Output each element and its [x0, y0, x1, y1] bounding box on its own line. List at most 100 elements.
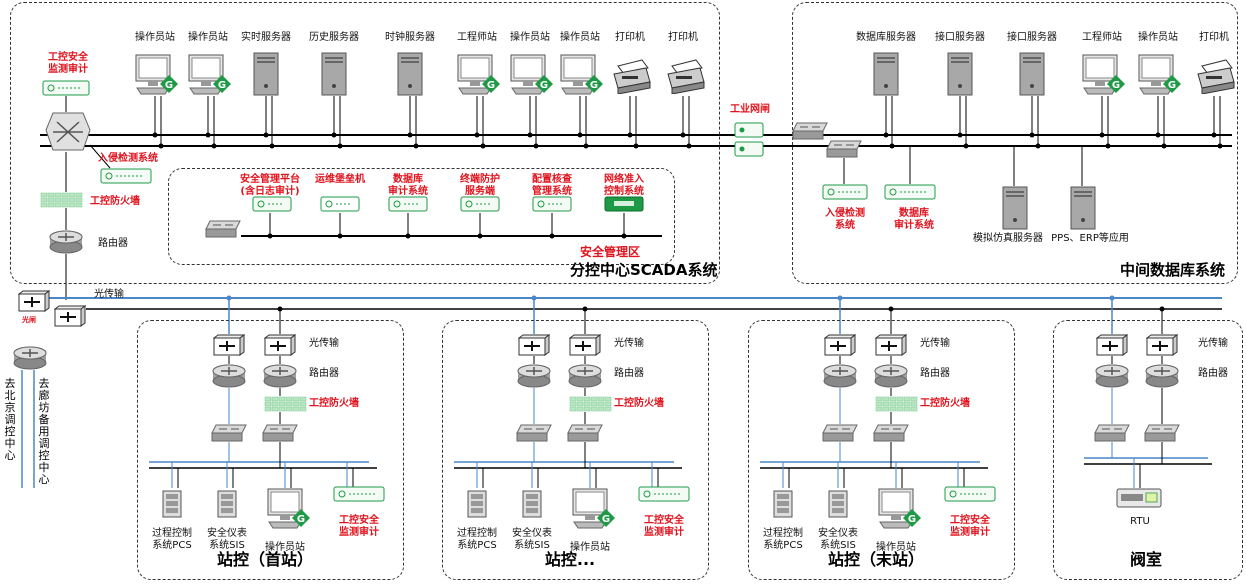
valve-router-icon — [1144, 364, 1180, 388]
station-switch-icon — [873, 424, 909, 442]
valve-router-label: 路由器 — [1198, 368, 1228, 379]
junction-dot — [583, 143, 589, 149]
top-device-label: 工程师站 — [457, 32, 497, 43]
operator-station-icon: G — [188, 54, 234, 98]
junction-dot — [1155, 132, 1161, 138]
station-op-label: 操作员站 — [876, 542, 916, 553]
station-optical-label: 光传输 — [920, 338, 950, 349]
junction-dot — [686, 143, 692, 149]
pcs-label: 过程控制系统PCS — [457, 528, 497, 551]
station-switch-icon — [567, 424, 603, 442]
station-router-label: 路由器 — [614, 368, 644, 379]
database-zone — [792, 2, 1238, 284]
security-item-label: 网络准入控制系统 — [604, 174, 644, 197]
interface-server-icon — [947, 52, 973, 96]
security-item-label: 数据库审计系统 — [388, 174, 428, 197]
top-device-label: 操作员站 — [510, 32, 550, 43]
junction-dot — [1211, 132, 1217, 138]
station-firewall-icon — [264, 396, 308, 412]
pcs-label: 过程控制系统PCS — [152, 528, 192, 551]
rtu-label: RTU — [1130, 516, 1150, 527]
junction-dot — [1161, 143, 1167, 149]
junction-dot — [527, 132, 533, 138]
junction-dot — [1159, 306, 1165, 312]
junction-dot — [407, 132, 413, 138]
junction-dot — [1217, 143, 1223, 149]
server-icon — [321, 52, 347, 96]
station-audit-icon — [944, 486, 996, 502]
station-operator-icon: G — [572, 488, 618, 532]
station-router-icon — [211, 364, 247, 388]
gateway-label: 工业网闸 — [730, 104, 770, 115]
junction-dot — [627, 132, 633, 138]
backbone-optical-icon — [17, 290, 51, 312]
junction-dot — [1029, 132, 1035, 138]
station-switch-icon — [262, 424, 298, 442]
top-device-label: 历史服务器 — [309, 32, 359, 43]
valve-switch-icon — [1094, 424, 1130, 442]
engineer-station-icon: G — [1082, 54, 1128, 98]
station-audit-icon — [333, 486, 385, 502]
junction-dot — [480, 143, 486, 149]
backbone-optical-icon — [53, 305, 87, 327]
db-system-title: 中间数据库系统 — [1120, 261, 1226, 279]
ids-icon — [100, 168, 152, 184]
junction-dot — [1099, 132, 1105, 138]
security-item-label: 终端防护服务端 — [460, 174, 500, 197]
svg-text:G: G — [602, 514, 610, 525]
station-title: 站控（末站） — [827, 550, 925, 569]
db-device-label: 操作员站 — [1138, 32, 1178, 43]
sis-cabinet-icon — [522, 490, 542, 518]
printer-icon — [612, 58, 652, 95]
station-op-label: 操作员站 — [570, 542, 610, 553]
top-device-label: 操作员站 — [135, 32, 175, 43]
industrial-audit-label: 工控安全监测审计 — [48, 52, 88, 75]
station-firewall-label: 工控防火墙 — [920, 398, 970, 409]
sis-label: 安全仪表系统SIS — [207, 528, 247, 551]
junction-dot — [577, 132, 583, 138]
valve-router-icon — [1094, 364, 1130, 388]
station-optical-icon — [212, 334, 246, 356]
station-title: 站控... — [544, 550, 596, 569]
station-router-icon — [567, 364, 603, 388]
station-optical-icon — [517, 334, 551, 356]
station-switch-icon — [822, 424, 858, 442]
top-device-label: 打印机 — [615, 32, 645, 43]
pps-server-icon — [1070, 186, 1096, 230]
operator-station-icon: G — [1138, 54, 1184, 98]
station-firewall-label: 工控防火墙 — [614, 398, 664, 409]
station-audit-label: 工控安全监测审计 — [950, 515, 990, 538]
junction-dot — [889, 143, 895, 149]
station-optical-icon — [568, 334, 602, 356]
junction-dot — [267, 233, 273, 239]
station-audit-label: 工控安全监测审计 — [644, 515, 684, 538]
svg-text:G: G — [908, 514, 916, 525]
junction-dot — [263, 132, 269, 138]
valve-optical-icon — [1145, 334, 1179, 356]
junction-dot — [474, 132, 480, 138]
station-router-label: 路由器 — [920, 368, 950, 379]
svg-text:G: G — [297, 514, 305, 525]
station-optical-label: 光传输 — [309, 338, 339, 349]
junction-dot — [549, 233, 555, 239]
db-audit-label: 数据库审计系统 — [894, 208, 934, 231]
to-beijing-label: 去北京调控中心 — [4, 377, 16, 462]
operator-station-icon: G — [560, 54, 606, 98]
junction-dot — [152, 132, 158, 138]
printer-icon — [666, 58, 706, 95]
sis-cabinet-icon — [217, 490, 237, 518]
security-zone — [168, 168, 675, 265]
ids-label: 入侵检测系统 — [98, 153, 158, 164]
pcs-label: 过程控制系统PCS — [763, 528, 803, 551]
station-switch-icon — [516, 424, 552, 442]
pps-erp-label: PPS、ERP等应用 — [1051, 233, 1129, 244]
operator-station-icon: G — [457, 54, 503, 98]
junction-dot — [405, 233, 411, 239]
db-device-label: 接口服务器 — [935, 32, 985, 43]
interface-server-icon — [1019, 52, 1045, 96]
junction-dot — [883, 132, 889, 138]
printer-icon — [1196, 58, 1236, 95]
db-device-label: 工程师站 — [1082, 32, 1122, 43]
station-optical-label: 光传输 — [614, 338, 644, 349]
